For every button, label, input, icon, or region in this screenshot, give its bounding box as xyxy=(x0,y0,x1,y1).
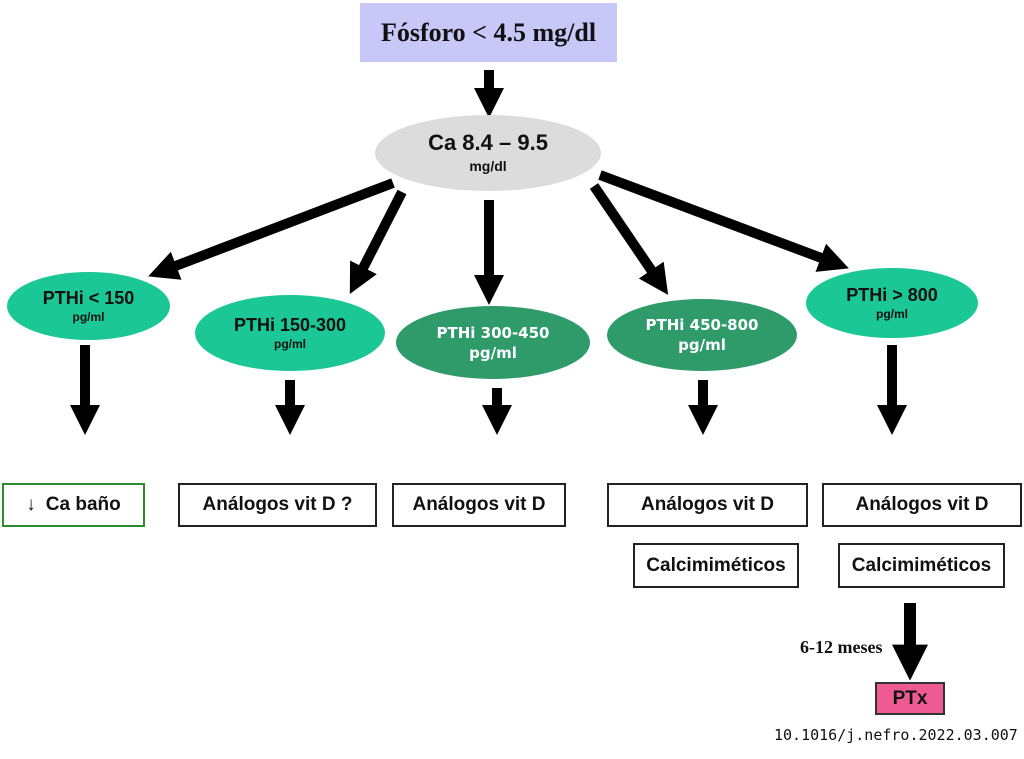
arrow-calcium-to-pth4 xyxy=(589,183,669,295)
doi-caption: 10.1016/j.nefro.2022.03.007 xyxy=(774,726,1018,744)
treatment-vitd-box: Análogos vit D xyxy=(392,483,566,527)
treatment-vitd-box: Análogos vit D xyxy=(607,483,808,527)
treatment-label: Calcimiméticos xyxy=(851,554,992,576)
duration-label: 6-12 meses xyxy=(800,637,883,657)
calcium-range-label: Ca 8.4 – 9.5 xyxy=(428,130,548,155)
pth-range-label: PTHi < 150 xyxy=(42,288,135,308)
pth-unit-label: pg/ml xyxy=(274,337,306,351)
pth-range-label: PTHi 450-800 xyxy=(645,316,759,334)
pth-range-label: PTHi > 800 xyxy=(846,285,938,305)
treatment-calcimimetics-box: Calcimiméticos xyxy=(838,543,1005,588)
treatment-label: Calcimiméticos xyxy=(646,554,786,576)
ptx-label: PTx xyxy=(892,687,928,709)
calcium-range-node: Ca 8.4 – 9.5 mg/dl xyxy=(375,115,601,191)
treatment-ca-bath-box: ↓ Ca baño xyxy=(2,483,145,527)
treatment-label: Análogos vit D xyxy=(412,494,546,515)
pth-node-lt-150: PTHi < 150 pg/ml xyxy=(7,272,170,340)
treatment-label: Ca baño xyxy=(45,494,121,515)
phosphorus-threshold-box: Fósforo < 4.5 mg/dl xyxy=(360,3,617,62)
pth-node-300-450: PTHi 300-450 pg/ml xyxy=(396,306,590,379)
phosphorus-label: Fósforo < 4.5 mg/dl xyxy=(380,17,597,47)
pth-unit-label: pg/ml xyxy=(469,343,517,362)
calcium-unit-label: mg/dl xyxy=(469,158,507,174)
pth-node-150-300: PTHi 150-300 pg/ml xyxy=(195,295,385,371)
down-arrow-icon: ↓ xyxy=(26,494,36,515)
arrow-calcium-to-pth5 xyxy=(598,170,849,272)
treatment-vitd-box: Análogos vit D xyxy=(822,483,1022,527)
pth-unit-label: pg/ml xyxy=(72,310,105,324)
pth-unit-label: pg/ml xyxy=(876,307,908,321)
parathyroidectomy-box: PTx xyxy=(875,682,945,715)
treatment-label: Análogos vit D xyxy=(640,494,774,515)
pth-range-label: PTHi 150-300 xyxy=(233,315,347,335)
treatment-label: Análogos vit D xyxy=(855,494,989,515)
treatment-vitd-uncertain-box: Análogos vit D ? xyxy=(178,483,377,527)
pth-unit-label: pg/ml xyxy=(678,336,726,354)
arrow-calcium-to-pth1 xyxy=(148,178,395,280)
pth-range-label: PTHi 300-450 xyxy=(436,323,550,342)
pth-node-450-800: PTHi 450-800 pg/ml xyxy=(607,299,797,371)
arrow-calcium-to-pth2 xyxy=(349,189,407,295)
treatment-calcimimetics-box: Calcimiméticos xyxy=(633,543,799,588)
treatment-label: Análogos vit D ? xyxy=(202,494,353,515)
pth-node-gt-800: PTHi > 800 pg/ml xyxy=(806,268,978,338)
